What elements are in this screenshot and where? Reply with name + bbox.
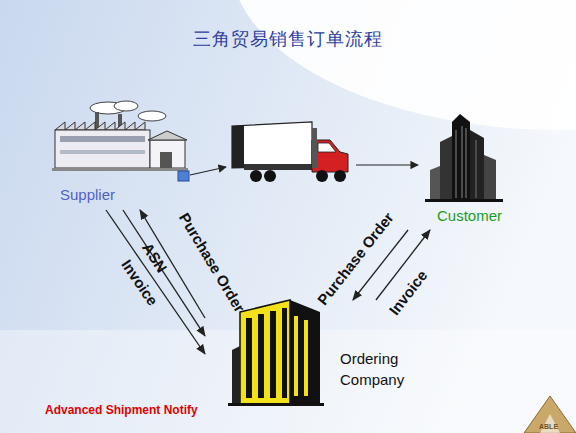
delivery-arrow — [356, 164, 418, 165]
node-box: Supplier — [50, 95, 190, 210]
node-label: Supplier — [60, 184, 180, 205]
node-box: Customer — [400, 108, 520, 230]
parcel-icon — [178, 171, 189, 181]
office-building-illustration — [228, 300, 324, 406]
background-swoosh — [230, 0, 576, 130]
skyscraper-illustration — [425, 114, 503, 202]
shipment-arrow — [190, 167, 226, 175]
logo-inner — [540, 414, 560, 433]
truck-illustration — [232, 122, 348, 182]
node-label: Customer — [437, 205, 527, 226]
node-label: Ordering Company — [340, 348, 422, 390]
logo-text: ABLE — [539, 423, 558, 430]
factory-illustration — [52, 101, 188, 171]
diagram-title: 三角贸易销售订单流程 — [0, 27, 576, 51]
note-label: Advanced Shipment Notify — [45, 403, 198, 417]
logo-triangle — [524, 396, 576, 433]
node-box: Ordering Company — [205, 300, 420, 408]
